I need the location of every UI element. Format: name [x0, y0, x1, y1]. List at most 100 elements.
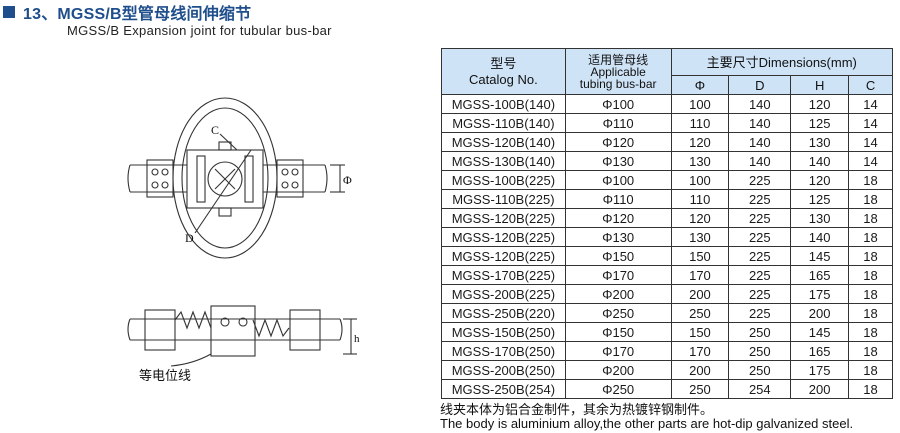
note-en: The body is aluminium alloy,the other pa…	[440, 416, 854, 431]
cell-tube: Φ130	[564, 151, 672, 171]
cell-model: MGSS-120B(225)	[441, 246, 566, 266]
cell-model: MGSS-100B(140)	[441, 94, 566, 114]
left-spring	[174, 310, 212, 330]
cell-c: 18	[848, 227, 893, 247]
header-c: C	[848, 75, 893, 95]
cell-h: 175	[790, 360, 850, 380]
cell-c: 18	[848, 322, 893, 342]
cell-model: MGSS-130B(140)	[441, 151, 566, 171]
page-subtitle: MGSS/B Expansion joint for tubular bus-b…	[67, 23, 332, 38]
cell-phi: 170	[670, 265, 730, 285]
dimensions-table: 型号 Catalog No. 适用管母线 Applicable tubing b…	[441, 48, 894, 399]
cell-c: 18	[848, 189, 893, 209]
cell-phi: 120	[670, 132, 730, 152]
header-model: 型号 Catalog No.	[441, 48, 566, 95]
cell-d: 225	[728, 246, 792, 266]
cell-h: 140	[790, 227, 850, 247]
expansion-joint-drawing: C D Φ h 等电位线	[127, 97, 360, 384]
cell-c: 14	[848, 113, 893, 133]
cell-model: MGSS-250B(254)	[441, 379, 566, 399]
cell-phi: 250	[670, 303, 730, 323]
cell-tube: Φ170	[564, 341, 672, 361]
side-left-clamp	[144, 309, 176, 351]
header-tube: 适用管母线 Applicable tubing bus-bar	[564, 48, 672, 95]
cell-phi: 120	[670, 208, 730, 228]
cell-tube: Φ100	[564, 170, 672, 190]
cell-model: MGSS-110B(140)	[441, 113, 566, 133]
cell-tube: Φ250	[564, 303, 672, 323]
cell-d: 140	[728, 94, 792, 114]
cell-c: 18	[848, 303, 893, 323]
center-hub	[207, 161, 243, 197]
cell-phi: 110	[670, 113, 730, 133]
cell-phi: 250	[670, 379, 730, 399]
header-model-cn: 型号	[490, 56, 517, 71]
cell-d: 254	[728, 379, 792, 399]
cell-model: MGSS-250B(220)	[441, 303, 566, 323]
header-d: D	[728, 75, 792, 95]
cell-h: 165	[790, 341, 850, 361]
label-phi: Φ	[343, 173, 352, 187]
header-phi: Φ	[670, 75, 730, 95]
cell-d: 225	[728, 265, 792, 285]
cell-h: 120	[790, 94, 850, 114]
cell-h: 200	[790, 379, 850, 399]
right-spring	[252, 318, 290, 338]
cell-h: 120	[790, 170, 850, 190]
cell-model: MGSS-110B(225)	[441, 189, 566, 209]
cell-h: 130	[790, 132, 850, 152]
cell-tube: Φ200	[564, 284, 672, 304]
cell-model: MGSS-120B(225)	[441, 208, 566, 228]
material-note: 线夹本体为铝合金制件，其余为热镀锌钢制件。 The body is alumin…	[440, 403, 853, 431]
cell-tube: Φ200	[564, 360, 672, 380]
cell-model: MGSS-200B(250)	[441, 360, 566, 380]
cell-d: 250	[728, 322, 792, 342]
cell-h: 125	[790, 189, 850, 209]
header-h: H	[790, 75, 850, 95]
cell-h: 140	[790, 151, 850, 171]
cell-d: 225	[728, 303, 792, 323]
cell-d: 140	[728, 132, 792, 152]
cell-c: 18	[848, 265, 893, 285]
cell-d: 250	[728, 360, 792, 380]
cell-model: MGSS-120B(225)	[441, 227, 566, 247]
cell-d: 225	[728, 208, 792, 228]
cell-h: 200	[790, 303, 850, 323]
header-tube-en2: tubing bus-bar	[579, 76, 657, 91]
header-tube-cn: 适用管母线	[588, 52, 649, 67]
cell-model: MGSS-170B(250)	[441, 341, 566, 361]
cell-h: 145	[790, 322, 850, 342]
cell-c: 18	[848, 379, 893, 399]
cell-tube: Φ100	[564, 94, 672, 114]
right-clamp	[276, 159, 304, 198]
cell-model: MGSS-170B(225)	[441, 265, 566, 285]
cell-d: 140	[728, 113, 792, 133]
cell-phi: 200	[670, 360, 730, 380]
cell-phi: 130	[670, 151, 730, 171]
side-center-body	[210, 305, 256, 357]
cell-d: 250	[728, 341, 792, 361]
cell-tube: Φ250	[564, 379, 672, 399]
cell-c: 18	[848, 360, 893, 380]
cell-phi: 170	[670, 341, 730, 361]
cell-h: 165	[790, 265, 850, 285]
cell-model: MGSS-100B(225)	[441, 170, 566, 190]
cell-c: 14	[848, 132, 893, 152]
cell-phi: 100	[670, 170, 730, 190]
cell-tube: Φ130	[564, 227, 672, 247]
heading-square-icon	[3, 6, 15, 18]
note-cn: 线夹本体为铝合金制件，其余为热镀锌钢制件。	[440, 402, 714, 417]
cell-d: 225	[728, 284, 792, 304]
cell-h: 125	[790, 113, 850, 133]
page-title: 13、MGSS/B型管母线间伸缩节	[23, 6, 252, 23]
